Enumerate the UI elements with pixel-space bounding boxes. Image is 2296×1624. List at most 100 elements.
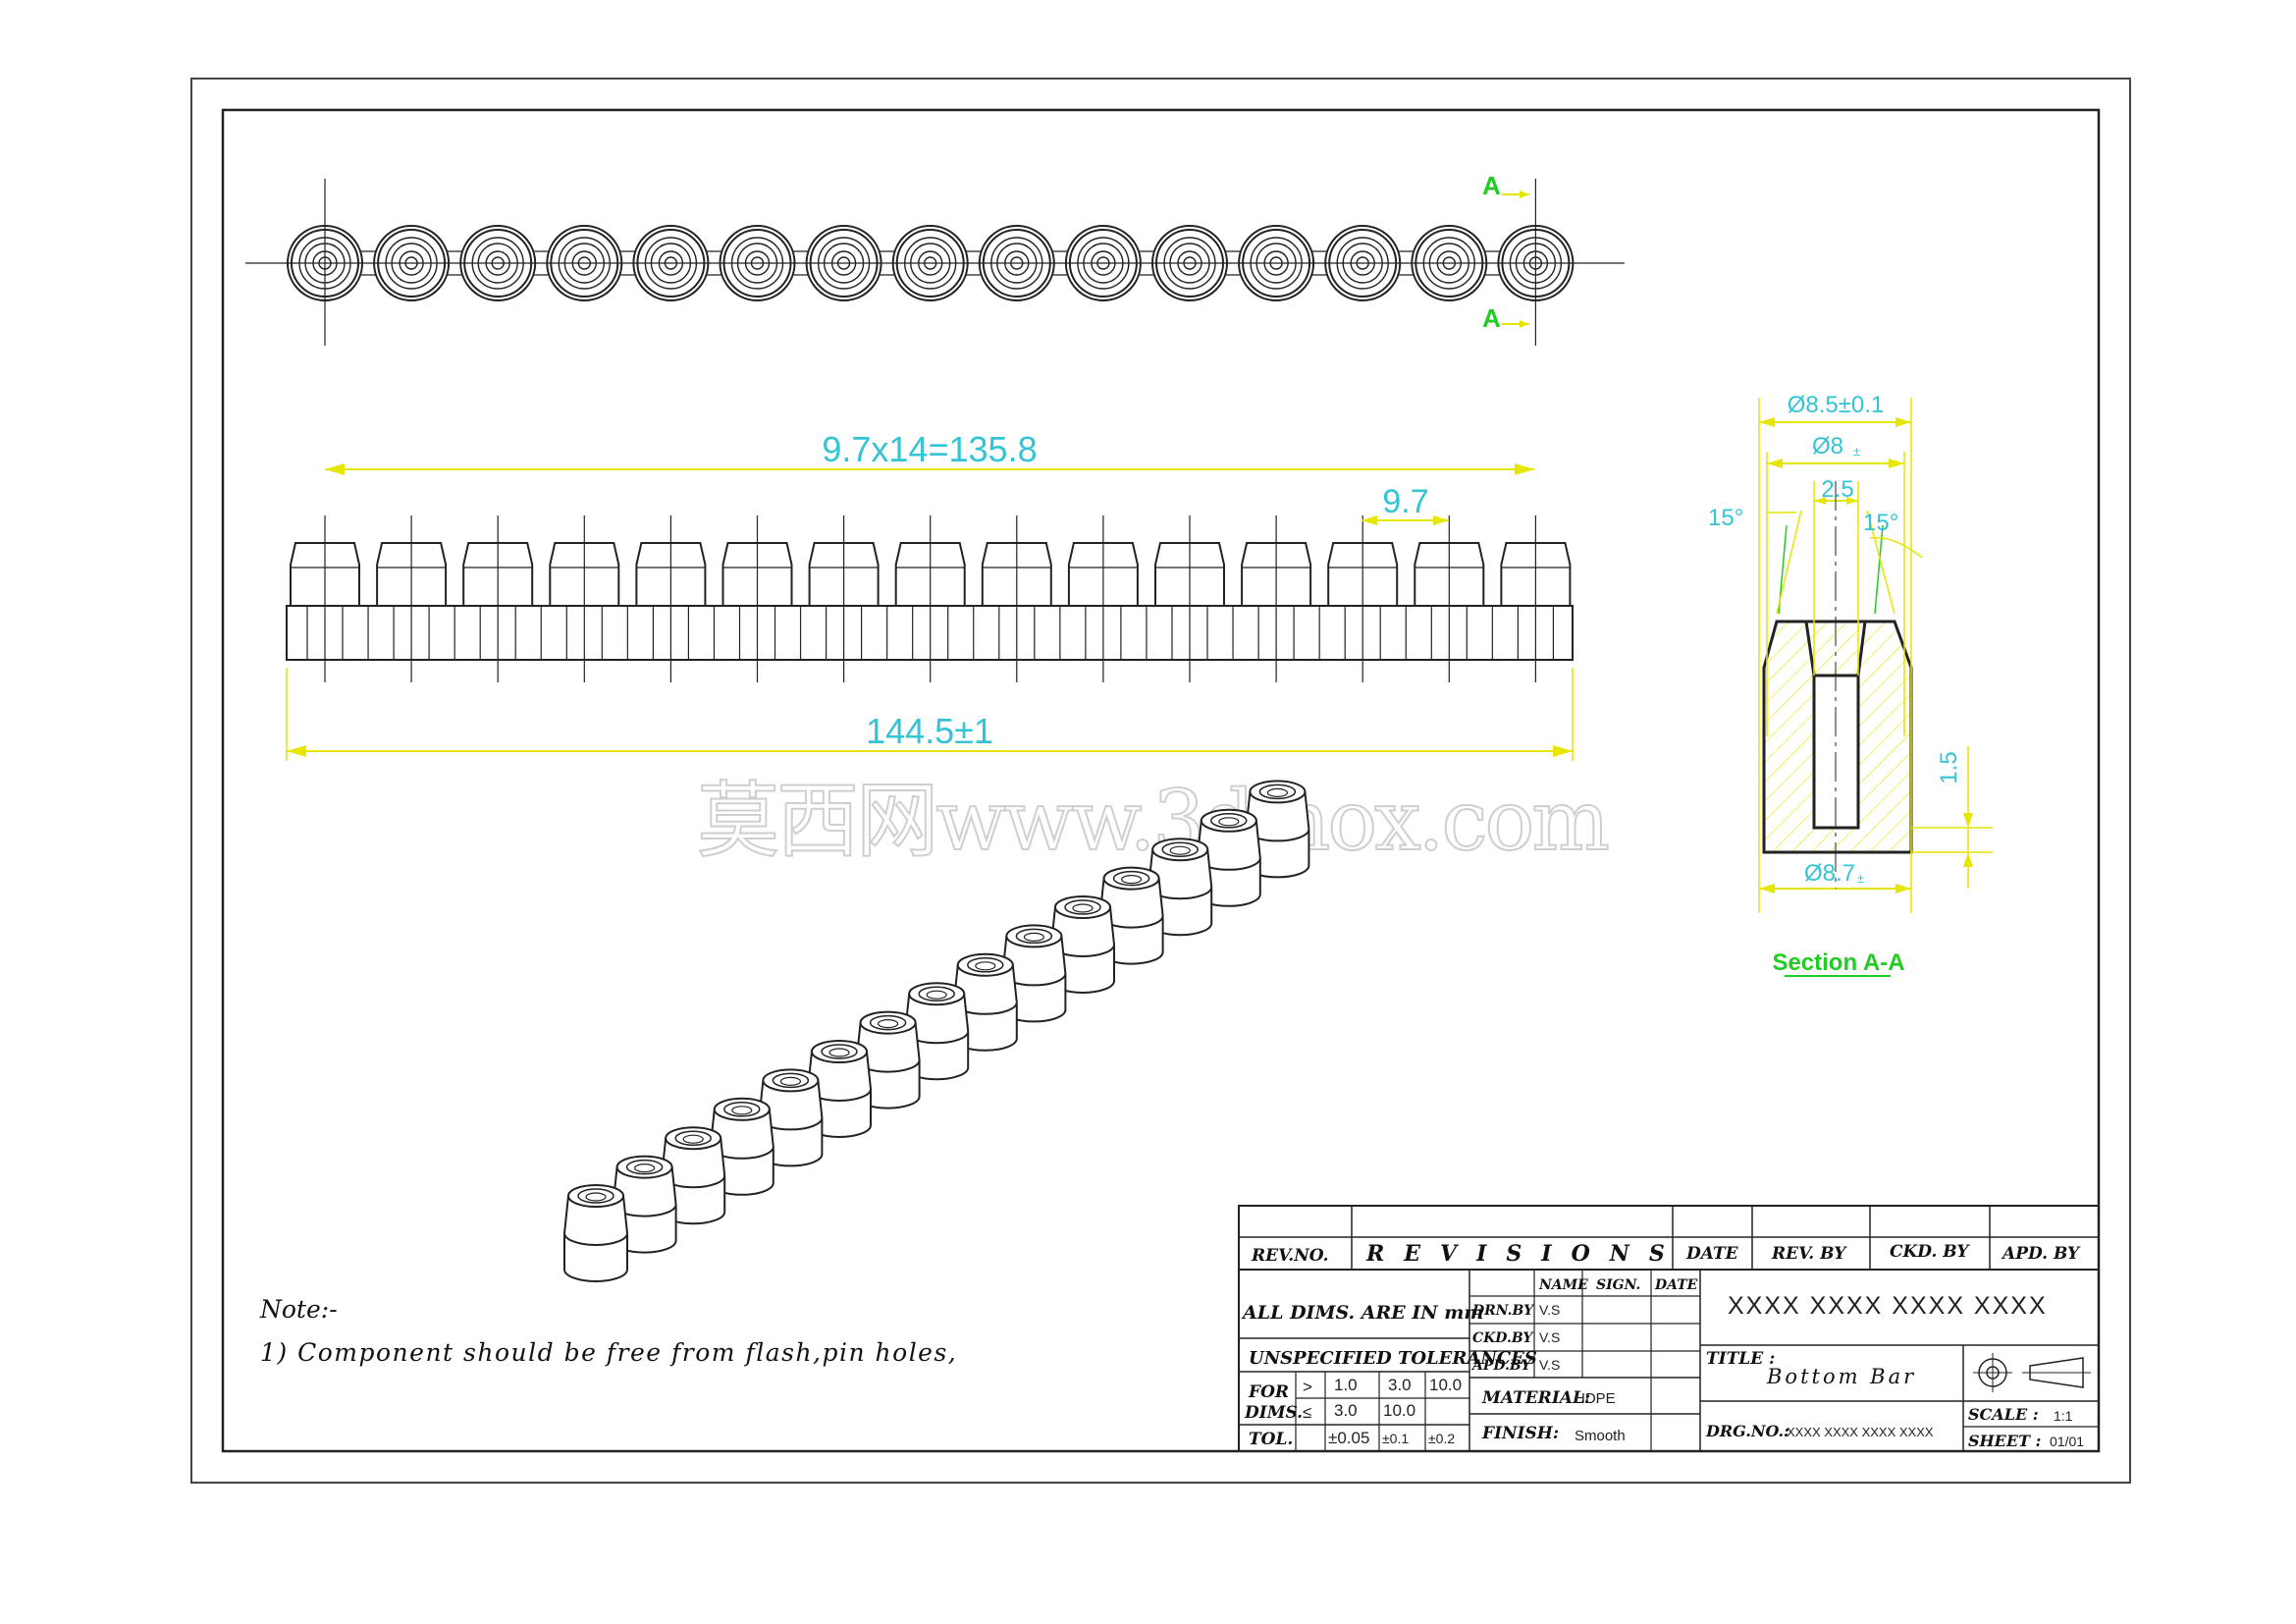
isometric-cell bbox=[952, 952, 1018, 1052]
drn-by-value: V.S bbox=[1539, 1302, 1560, 1318]
isometric-view bbox=[562, 780, 1310, 1282]
bottom-dia-tol: ± bbox=[1857, 871, 1864, 886]
finish-label: FINISH: bbox=[1481, 1424, 1559, 1443]
dimension-overall-length: 144.5±1 bbox=[286, 668, 1574, 761]
bottom-dia-text: Ø8.7 bbox=[1804, 860, 1855, 887]
dimension-pitch: 9.7 bbox=[1362, 483, 1449, 525]
apd-by-label: APD. BY bbox=[2001, 1244, 2081, 1264]
revisions-label: REVISIONS bbox=[1365, 1241, 1684, 1267]
front-view-base bbox=[286, 605, 1574, 661]
name-label: NAME bbox=[1538, 1277, 1588, 1293]
company-name: XXXX XXXX XXXX XXXX bbox=[1728, 1292, 2048, 1320]
drn-by-label: DRN.BY bbox=[1471, 1303, 1535, 1319]
dims-label: DIMS. bbox=[1244, 1403, 1303, 1423]
top-view-cell bbox=[1411, 225, 1501, 301]
finish-value: Smooth bbox=[1575, 1428, 1626, 1444]
section-view: Ø8.5±0.1 Ø8 ± 2.5 15° 15° 1.5 Ø8.7 ± Sec… bbox=[1708, 392, 1993, 977]
apd-by-label-2: APD.BY bbox=[1470, 1358, 1532, 1374]
outer-border bbox=[190, 78, 2131, 1484]
angle-right-text: 15° bbox=[1863, 510, 1898, 536]
tol-cell: 3.0 bbox=[1334, 1401, 1358, 1420]
angle-left-text: 15° bbox=[1708, 505, 1743, 531]
bore-text: 2.5 bbox=[1821, 476, 1853, 503]
top-view-cell bbox=[546, 225, 636, 301]
top-view-cell bbox=[1238, 225, 1328, 301]
all-dims-label: ALL DIMS. ARE IN mm bbox=[1241, 1302, 1483, 1324]
tol-cell: ±0.1 bbox=[1382, 1431, 1409, 1446]
mid-dia-text: Ø8 bbox=[1812, 433, 1843, 460]
front-view-cell bbox=[799, 515, 880, 682]
isometric-cell bbox=[855, 1010, 921, 1110]
top-view-cell bbox=[1324, 225, 1415, 301]
title-label: TITLE : bbox=[1706, 1349, 1775, 1369]
rev-no-label: REV.NO. bbox=[1251, 1246, 1329, 1266]
isometric-cell bbox=[562, 1184, 629, 1282]
tol-cell: 3.0 bbox=[1388, 1376, 1412, 1394]
drg-no-label: DRG.NO.: bbox=[1705, 1422, 1789, 1440]
tol-cell: 1.0 bbox=[1334, 1376, 1358, 1394]
scale-value: 1:1 bbox=[2054, 1408, 2073, 1424]
ckd-by-label: CKD. BY bbox=[1890, 1242, 1970, 1262]
material-value: HDPE bbox=[1575, 1390, 1616, 1407]
le-symbol: ≤ bbox=[1303, 1403, 1311, 1422]
material-label: MATERIAL: bbox=[1481, 1388, 1590, 1408]
front-view-cell bbox=[1059, 515, 1139, 682]
isometric-cell bbox=[1098, 866, 1164, 965]
gt-symbol: > bbox=[1303, 1378, 1312, 1396]
ckd-by-value: V.S bbox=[1539, 1329, 1560, 1345]
front-view-cell bbox=[454, 515, 534, 682]
top-view-cell bbox=[978, 225, 1068, 301]
mid-dia-tol: ± bbox=[1853, 444, 1860, 459]
sheet-label: SHEET : bbox=[1968, 1432, 2042, 1450]
apd-by-value: V.S bbox=[1539, 1357, 1560, 1373]
front-view-cell bbox=[713, 515, 793, 682]
inner-border bbox=[221, 108, 2101, 1453]
isometric-cell bbox=[1001, 924, 1067, 1023]
top-view-cell bbox=[719, 225, 809, 301]
top-view-cell bbox=[287, 225, 377, 301]
section-marker-text: A bbox=[1482, 171, 1501, 200]
isometric-cell bbox=[806, 1040, 873, 1138]
tol-cell: ±0.05 bbox=[1328, 1429, 1369, 1447]
tol-cell: 10.0 bbox=[1429, 1376, 1462, 1394]
sign-label: SIGN. bbox=[1596, 1277, 1640, 1293]
front-view-cell bbox=[973, 515, 1052, 682]
front-view-cell bbox=[1146, 515, 1225, 682]
front-view-cell bbox=[367, 515, 448, 682]
section-marker-top: A bbox=[1482, 171, 1529, 200]
top-view bbox=[245, 179, 1625, 346]
pitch-text: 9.7 bbox=[1382, 483, 1428, 520]
tol-label: TOL. bbox=[1249, 1430, 1293, 1449]
scale-label: SCALE : bbox=[1968, 1405, 2039, 1424]
front-view-cell bbox=[1405, 515, 1485, 682]
top-view-cell bbox=[632, 225, 722, 301]
front-view bbox=[286, 515, 1574, 682]
date-label: DATE bbox=[1685, 1244, 1739, 1264]
drawing-title: Bottom Bar bbox=[1766, 1365, 1916, 1388]
sheet-value: 01/01 bbox=[2050, 1434, 2084, 1449]
title-block-text: REV.NO. REVISIONS DATE REV. BY CKD. BY A… bbox=[1241, 1241, 2084, 1450]
front-view-cell bbox=[540, 515, 620, 682]
notes-heading: Note:- bbox=[259, 1295, 338, 1324]
isometric-cell bbox=[1049, 895, 1116, 994]
dimension-pitch-total: 9.7x14=135.8 bbox=[325, 429, 1534, 475]
outer-dia-text: Ø8.5±0.1 bbox=[1788, 392, 1885, 418]
ckd-by-label-2: CKD.BY bbox=[1472, 1330, 1534, 1346]
top-view-cell bbox=[891, 225, 982, 301]
section-marker-bottom: A bbox=[1482, 303, 1529, 333]
overall-length-text: 144.5±1 bbox=[866, 711, 993, 751]
pitch-total-text: 9.7x14=135.8 bbox=[822, 429, 1037, 469]
tol-cell: ±0.2 bbox=[1428, 1431, 1455, 1446]
isometric-cell bbox=[1245, 780, 1310, 879]
front-view-cell bbox=[1318, 515, 1399, 682]
front-view-cell bbox=[626, 515, 707, 682]
front-view-cell bbox=[886, 515, 966, 682]
isometric-cell bbox=[661, 1126, 726, 1225]
rev-by-label: REV. BY bbox=[1771, 1244, 1847, 1264]
top-view-cell bbox=[373, 225, 463, 301]
height-text: 1.5 bbox=[1936, 751, 1962, 784]
front-view-cell bbox=[1491, 515, 1572, 682]
unspecified-label: UNSPECIFIED TOLERANCES bbox=[1249, 1348, 1537, 1369]
top-view-cell bbox=[805, 225, 895, 301]
isometric-cell bbox=[612, 1155, 677, 1254]
